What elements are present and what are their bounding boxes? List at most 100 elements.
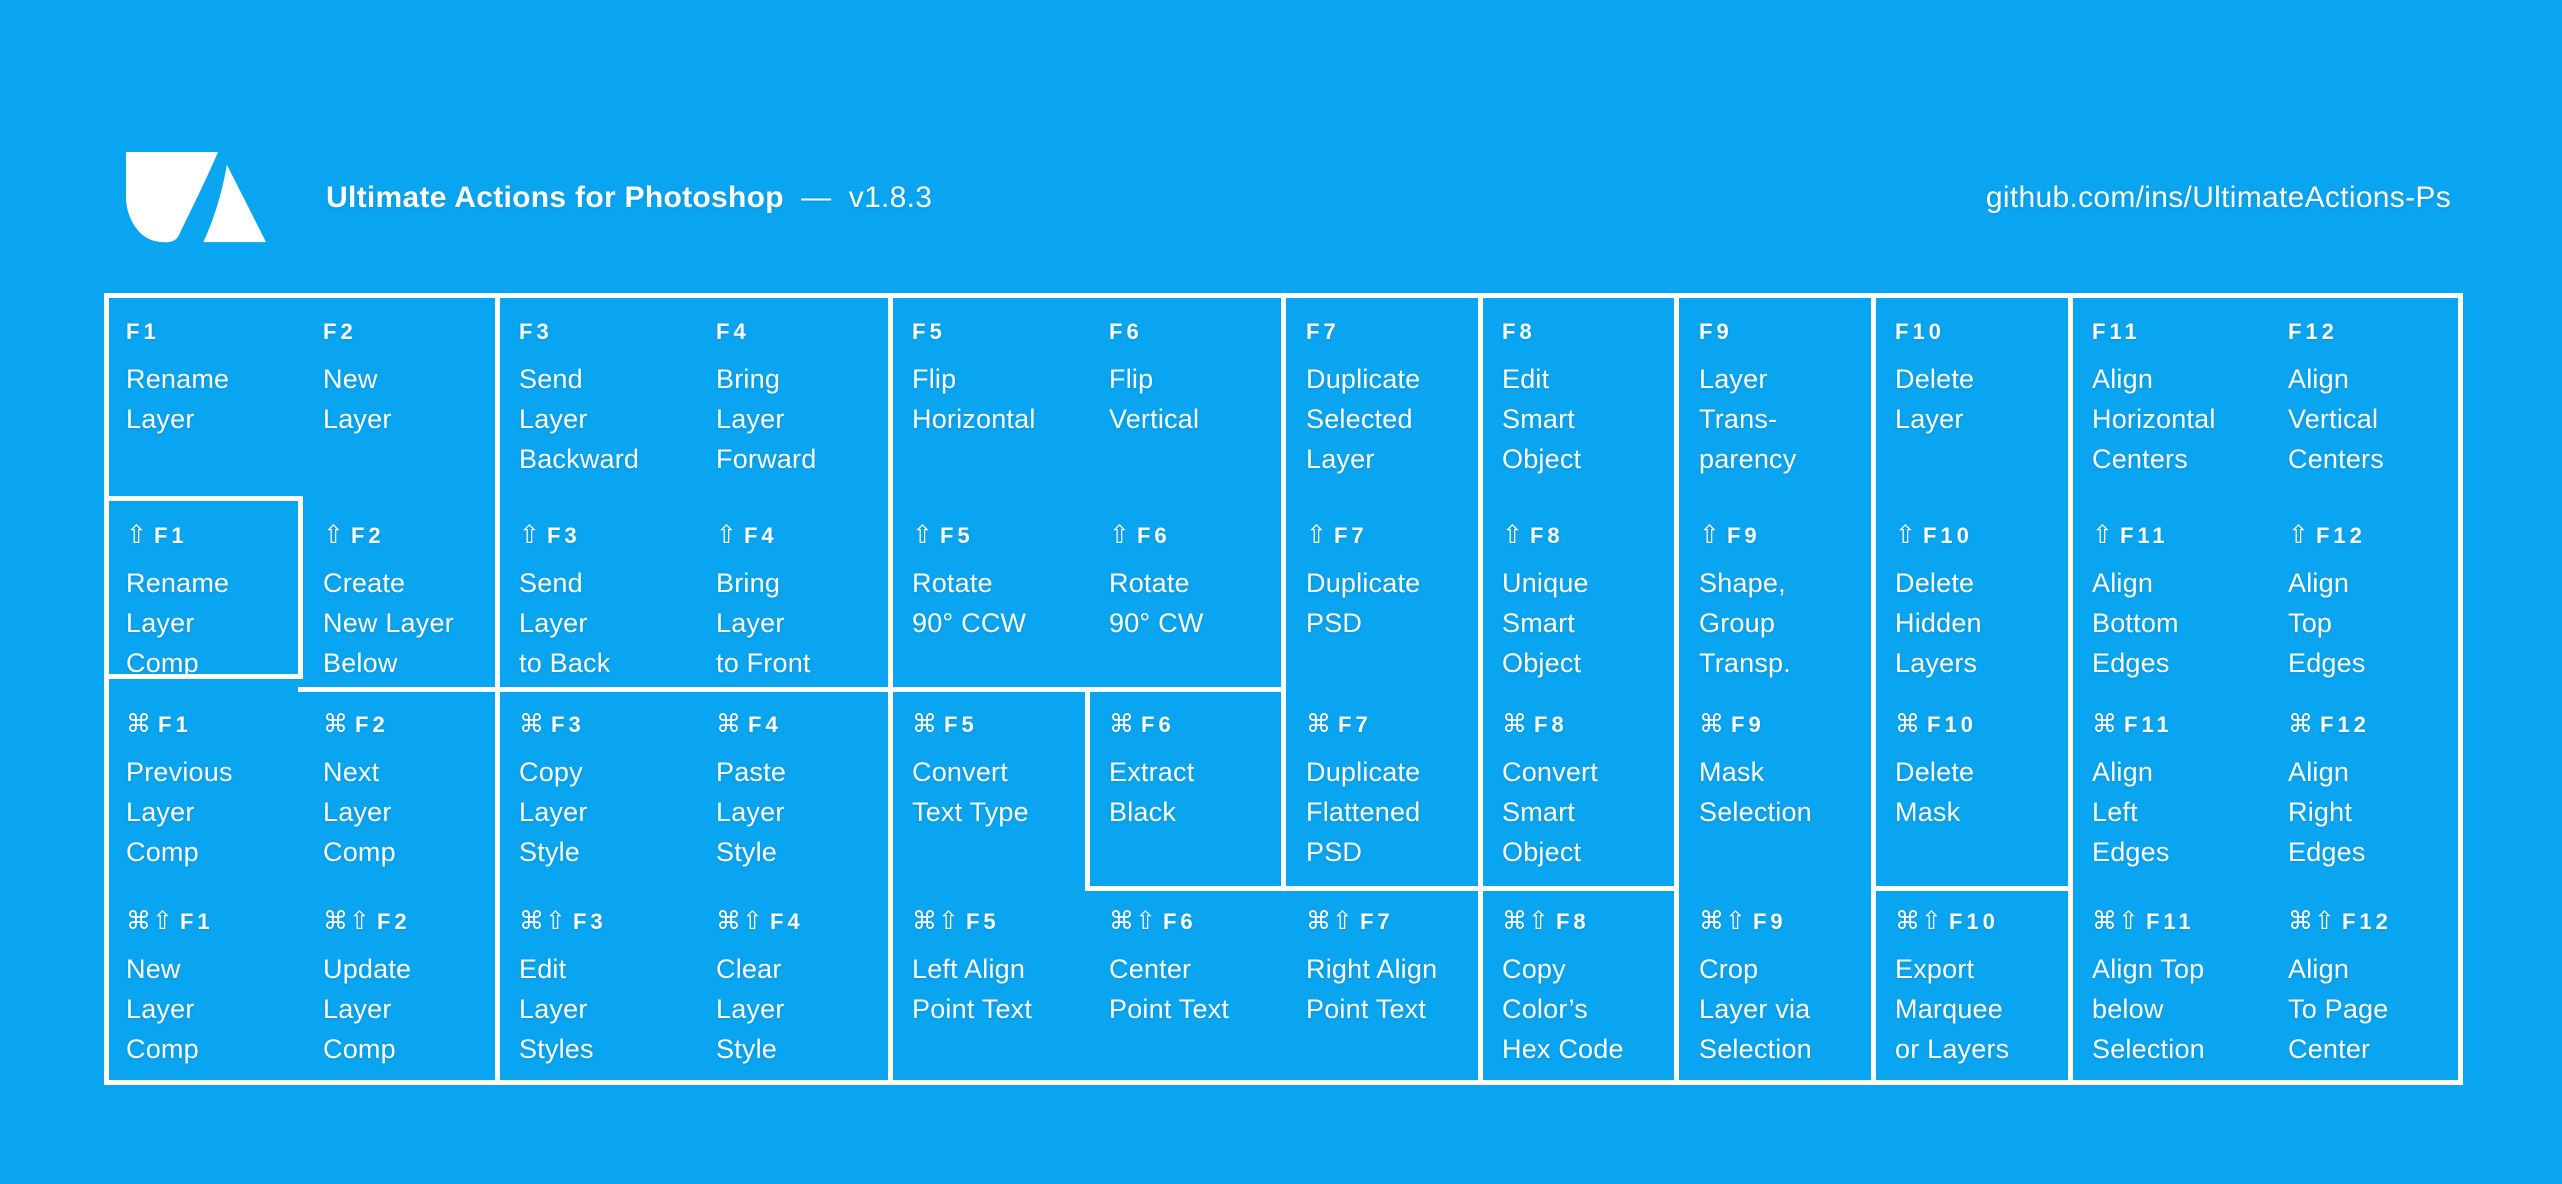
action-line: Duplicate [1306,757,1421,787]
action-line: Right [2288,797,2353,827]
key-label: ⇧F6 [1109,522,1281,549]
fkey-text: F6 [1162,909,1197,934]
fkey-text: F6 [1109,319,1143,344]
fkey-text: F11 [2092,319,2141,344]
action-line: Rotate [1109,568,1190,598]
shift-f1-box-right [298,496,303,679]
fkey-text: F8 [1529,523,1564,548]
key-label: ⇧F2 [323,522,495,549]
action-line: Layer [323,404,392,434]
action-line: Layer [126,994,195,1024]
key-label: F7 [1306,319,1478,345]
action-line: Point Text [1306,994,1427,1024]
action-line: Comp [323,1034,396,1064]
page-title: Ultimate Actions for Photoshop — v1.8.3 [326,181,932,215]
key-label: ⌘F9 [1699,711,1871,738]
action-line: Convert [1502,757,1598,787]
action-line: Layer [126,404,195,434]
action-line: Vertical [2288,404,2379,434]
action-line: Layer [716,994,785,1024]
action-line: Left [2092,797,2138,827]
action-line: Layer [1895,404,1964,434]
key-label: ⌘F7 [1306,711,1478,738]
fkey-text: F8 [1502,319,1536,344]
key-label: ⌘⇧F10 [1895,908,2067,935]
action-line: Bring [716,568,781,598]
action-line: Rotate [912,568,993,598]
key-label: ⇧F4 [716,522,888,549]
cmd-shift-modifier-glyphs: ⌘⇧ [2288,907,2336,935]
key-label: F10 [1895,319,2067,345]
action-line: Marquee [1895,994,2003,1024]
cmd-modifier-glyphs: ⌘ [323,710,349,738]
cmd-modifier-glyphs: ⌘ [1699,710,1725,738]
key-label: ⌘F10 [1895,711,2067,738]
ultimate-actions-logo [126,152,267,243]
key-label: F8 [1502,319,1674,345]
key-label: F5 [912,319,1084,345]
fkey-text: F9 [1731,712,1765,737]
action-line: Centers [2288,444,2384,474]
action-line: Point Text [912,994,1033,1024]
cmd-shift-modifier-glyphs: ⌘⇧ [519,907,567,935]
action-line: Vertical [1109,404,1200,434]
action-line: PSD [1306,608,1363,638]
fkey-text: F7 [1359,909,1394,934]
action-line: Flip [1109,364,1154,394]
key-label: ⌘F8 [1502,711,1674,738]
action-line: Layer [716,608,785,638]
key-label: ⌘⇧F3 [519,908,691,935]
action-line: Align [2288,954,2350,984]
action-line: Comp [126,648,199,678]
fkey-text: F5 [965,909,1000,934]
action-line: New [126,954,181,984]
action-line: Layer [1699,364,1768,394]
shift-modifier-glyphs: ⇧ [2288,521,2310,549]
key-label: ⌘F12 [2288,711,2460,738]
action-line: parency [1699,444,1797,474]
fkey-text: F10 [1948,909,1999,934]
action-line: Style [519,837,581,867]
action-line: Clear [716,954,782,984]
fkey-text: F10 [1895,319,1945,344]
cmd-shift-modifier-glyphs: ⌘⇧ [1502,907,1550,935]
action-line: Comp [126,837,199,867]
key-label: ⇧F8 [1502,522,1674,549]
fkey-text: F12 [2315,523,2366,548]
divider-col7-8 [1478,293,1483,1085]
action-line: Shape, [1699,568,1786,598]
shift-modifier-glyphs: ⇧ [912,521,934,549]
key-label: ⇧F12 [2288,522,2460,549]
shift-f1-box-bottom [104,674,303,679]
action-line: Align [2092,757,2154,787]
action-line: New Layer [323,608,454,638]
fkey-text: F3 [551,712,585,737]
fkey-text: F5 [912,319,946,344]
key-label: ⇧F3 [519,522,691,549]
action-line: Rename [126,568,230,598]
action-line: Layer [716,404,785,434]
key-label: F6 [1109,319,1281,345]
